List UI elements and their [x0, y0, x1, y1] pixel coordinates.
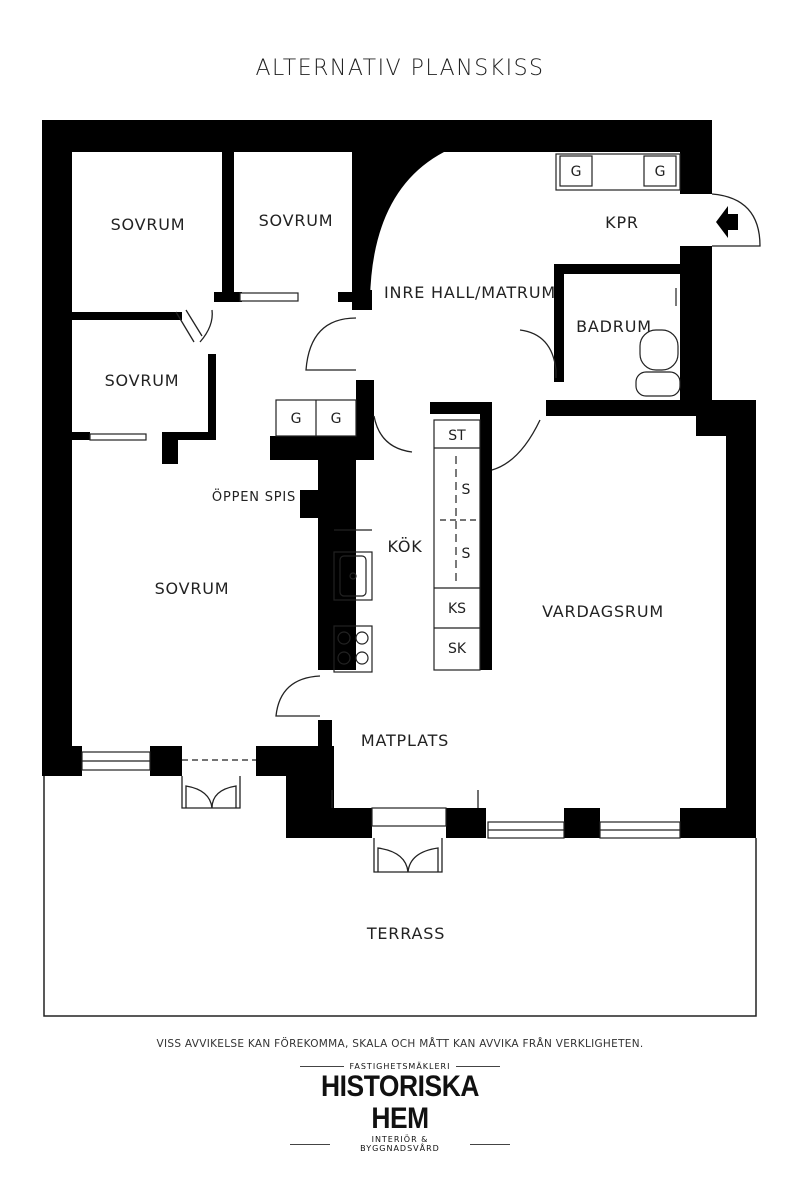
logo-bottom-line: INTERIÖR & BYGGNADSVÅRD	[290, 1135, 510, 1153]
fixtures	[275, 153, 681, 673]
room-label-terrass: TERRASS	[366, 924, 445, 943]
logo-top-line: FASTIGHETSMÄKLERI	[290, 1062, 510, 1071]
page-title: ALTERNATIV PLANSKISS	[255, 56, 545, 81]
appliance-label-g: G	[655, 164, 666, 180]
interior-walls	[72, 152, 696, 752]
appliance-label-sk: SK	[448, 641, 467, 657]
entrance-arrow-icon	[716, 206, 738, 238]
room-label-sovrum-middle-left: SOVRUM	[105, 371, 180, 390]
room-label-matplats: MATPLATS	[361, 731, 449, 750]
windows	[81, 292, 681, 839]
appliance-label-st: ST	[448, 428, 466, 444]
appliance-label-g: G	[571, 164, 582, 180]
brand-logo: FASTIGHETSMÄKLERI HISTORISKA HEM INTERIÖ…	[290, 1062, 510, 1153]
room-label-sovrum-top-middle: SOVRUM	[259, 211, 334, 230]
doors	[175, 193, 761, 873]
room-label-sovrum-lower-left: SOVRUM	[155, 579, 230, 598]
appliance-label-s: S	[462, 546, 471, 562]
room-label-vardagsrum: VARDAGSRUM	[542, 602, 664, 621]
room-label-kpr: KPR	[605, 213, 639, 232]
room-label-kok: KÖK	[387, 537, 422, 556]
label-oppen-spis: ÖPPEN SPIS	[212, 488, 296, 505]
appliance-label-s: S	[462, 482, 471, 498]
logo-brand-name: HISTORISKA HEM	[321, 1070, 479, 1135]
appliance-label-g: G	[331, 411, 342, 427]
exterior-walls	[42, 120, 756, 838]
terrace-outline	[43, 776, 757, 1017]
appliance-label-ks: KS	[448, 601, 466, 617]
room-label-hall: INRE HALL/MATRUM	[384, 283, 556, 302]
room-label-badrum: BADRUM	[576, 317, 652, 336]
appliance-label-g: G	[291, 411, 302, 427]
room-label-sovrum-top-left: SOVRUM	[111, 215, 186, 234]
disclaimer-text: VISS AVVIKELSE KAN FÖREKOMMA, SKALA OCH …	[156, 1038, 644, 1050]
